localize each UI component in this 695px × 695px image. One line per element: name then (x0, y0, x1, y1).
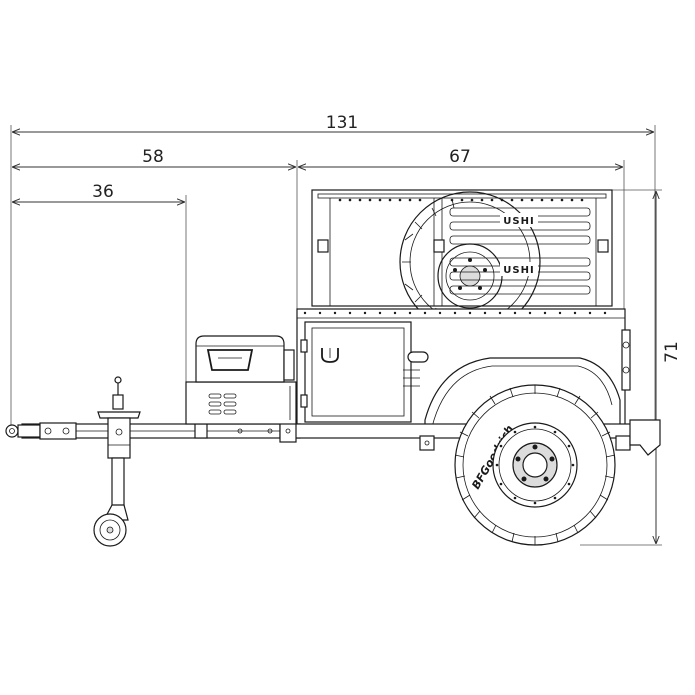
rack-logo-top: USHI (503, 216, 534, 227)
front-toolbox[interactable] (185, 381, 297, 425)
dimension-front-to-box: 58 (12, 147, 298, 312)
rack-logo-mid: USHI (503, 265, 534, 276)
main-wheel: BFGoodrich (454, 384, 616, 546)
jockey-wheel (93, 376, 141, 547)
dimension-label-58: 58 (142, 147, 164, 167)
dimension-front-to-toolbox: 36 (12, 182, 187, 382)
roof-rack: USHI USHI (311, 189, 613, 307)
dimension-label-67: 67 (449, 147, 471, 167)
side-access-door[interactable] (300, 321, 412, 423)
dimension-height: 71 (580, 189, 682, 546)
brand-hook-icon (321, 348, 339, 363)
dimension-label-36: 36 (92, 182, 114, 202)
dimension-label-71: 71 (662, 341, 682, 363)
dimension-label-131: 131 (326, 113, 358, 133)
cooler-unit (195, 335, 295, 383)
dimension-rear-section: 67 (298, 147, 625, 310)
hitch-coupler (5, 422, 77, 440)
dimension-overall-length: 131 (10, 113, 656, 432)
door-latch[interactable] (403, 351, 429, 387)
